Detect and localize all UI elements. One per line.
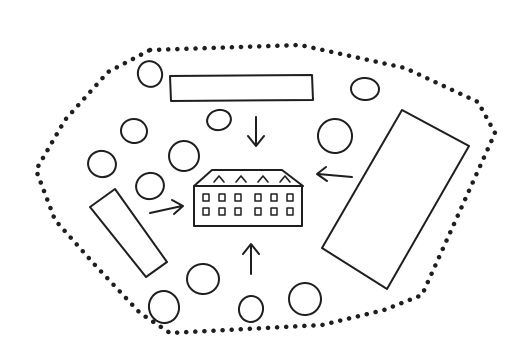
dotted-boundary <box>33 42 498 336</box>
building-window <box>218 193 226 202</box>
arrow-from-top <box>247 116 265 147</box>
building-window <box>202 207 210 216</box>
building-window <box>234 207 242 216</box>
roof-dormer <box>235 175 247 183</box>
building-window <box>286 207 294 216</box>
building-window <box>270 207 278 216</box>
building-window <box>218 207 226 216</box>
building-body <box>193 185 303 227</box>
tree-circle-icon <box>317 118 353 154</box>
tree-circle-icon <box>168 140 200 172</box>
building-window <box>270 193 278 202</box>
building-window <box>254 207 262 216</box>
tree-circle-icon <box>87 149 117 179</box>
tree-circle-icon <box>135 171 165 201</box>
building-window <box>254 193 262 202</box>
arrow-from-bottom <box>242 243 260 275</box>
roof-dormer <box>213 175 225 183</box>
roof-dormer <box>257 175 269 183</box>
central-building <box>193 169 304 227</box>
roof-dormer <box>279 175 291 183</box>
top-rectangle <box>169 74 314 102</box>
left-rectangle <box>89 188 168 278</box>
building-roof <box>193 169 304 187</box>
tree-circle-icon <box>288 282 322 316</box>
trees <box>87 60 380 324</box>
arrow-from-right <box>316 166 353 182</box>
building-windows <box>202 193 294 216</box>
tree-circle-icon <box>237 295 265 323</box>
tree-circle-icon <box>186 262 220 296</box>
building-window <box>234 193 242 202</box>
building-window <box>202 193 210 202</box>
tree-circle-icon <box>147 290 181 324</box>
tree-circle-icon <box>120 117 148 145</box>
tree-circle-icon <box>350 76 380 102</box>
tree-circle-icon <box>206 108 232 132</box>
right-rectangle <box>321 109 470 290</box>
arrow-from-left <box>149 199 184 215</box>
building-window <box>286 193 294 202</box>
tree-circle-icon <box>136 60 164 88</box>
